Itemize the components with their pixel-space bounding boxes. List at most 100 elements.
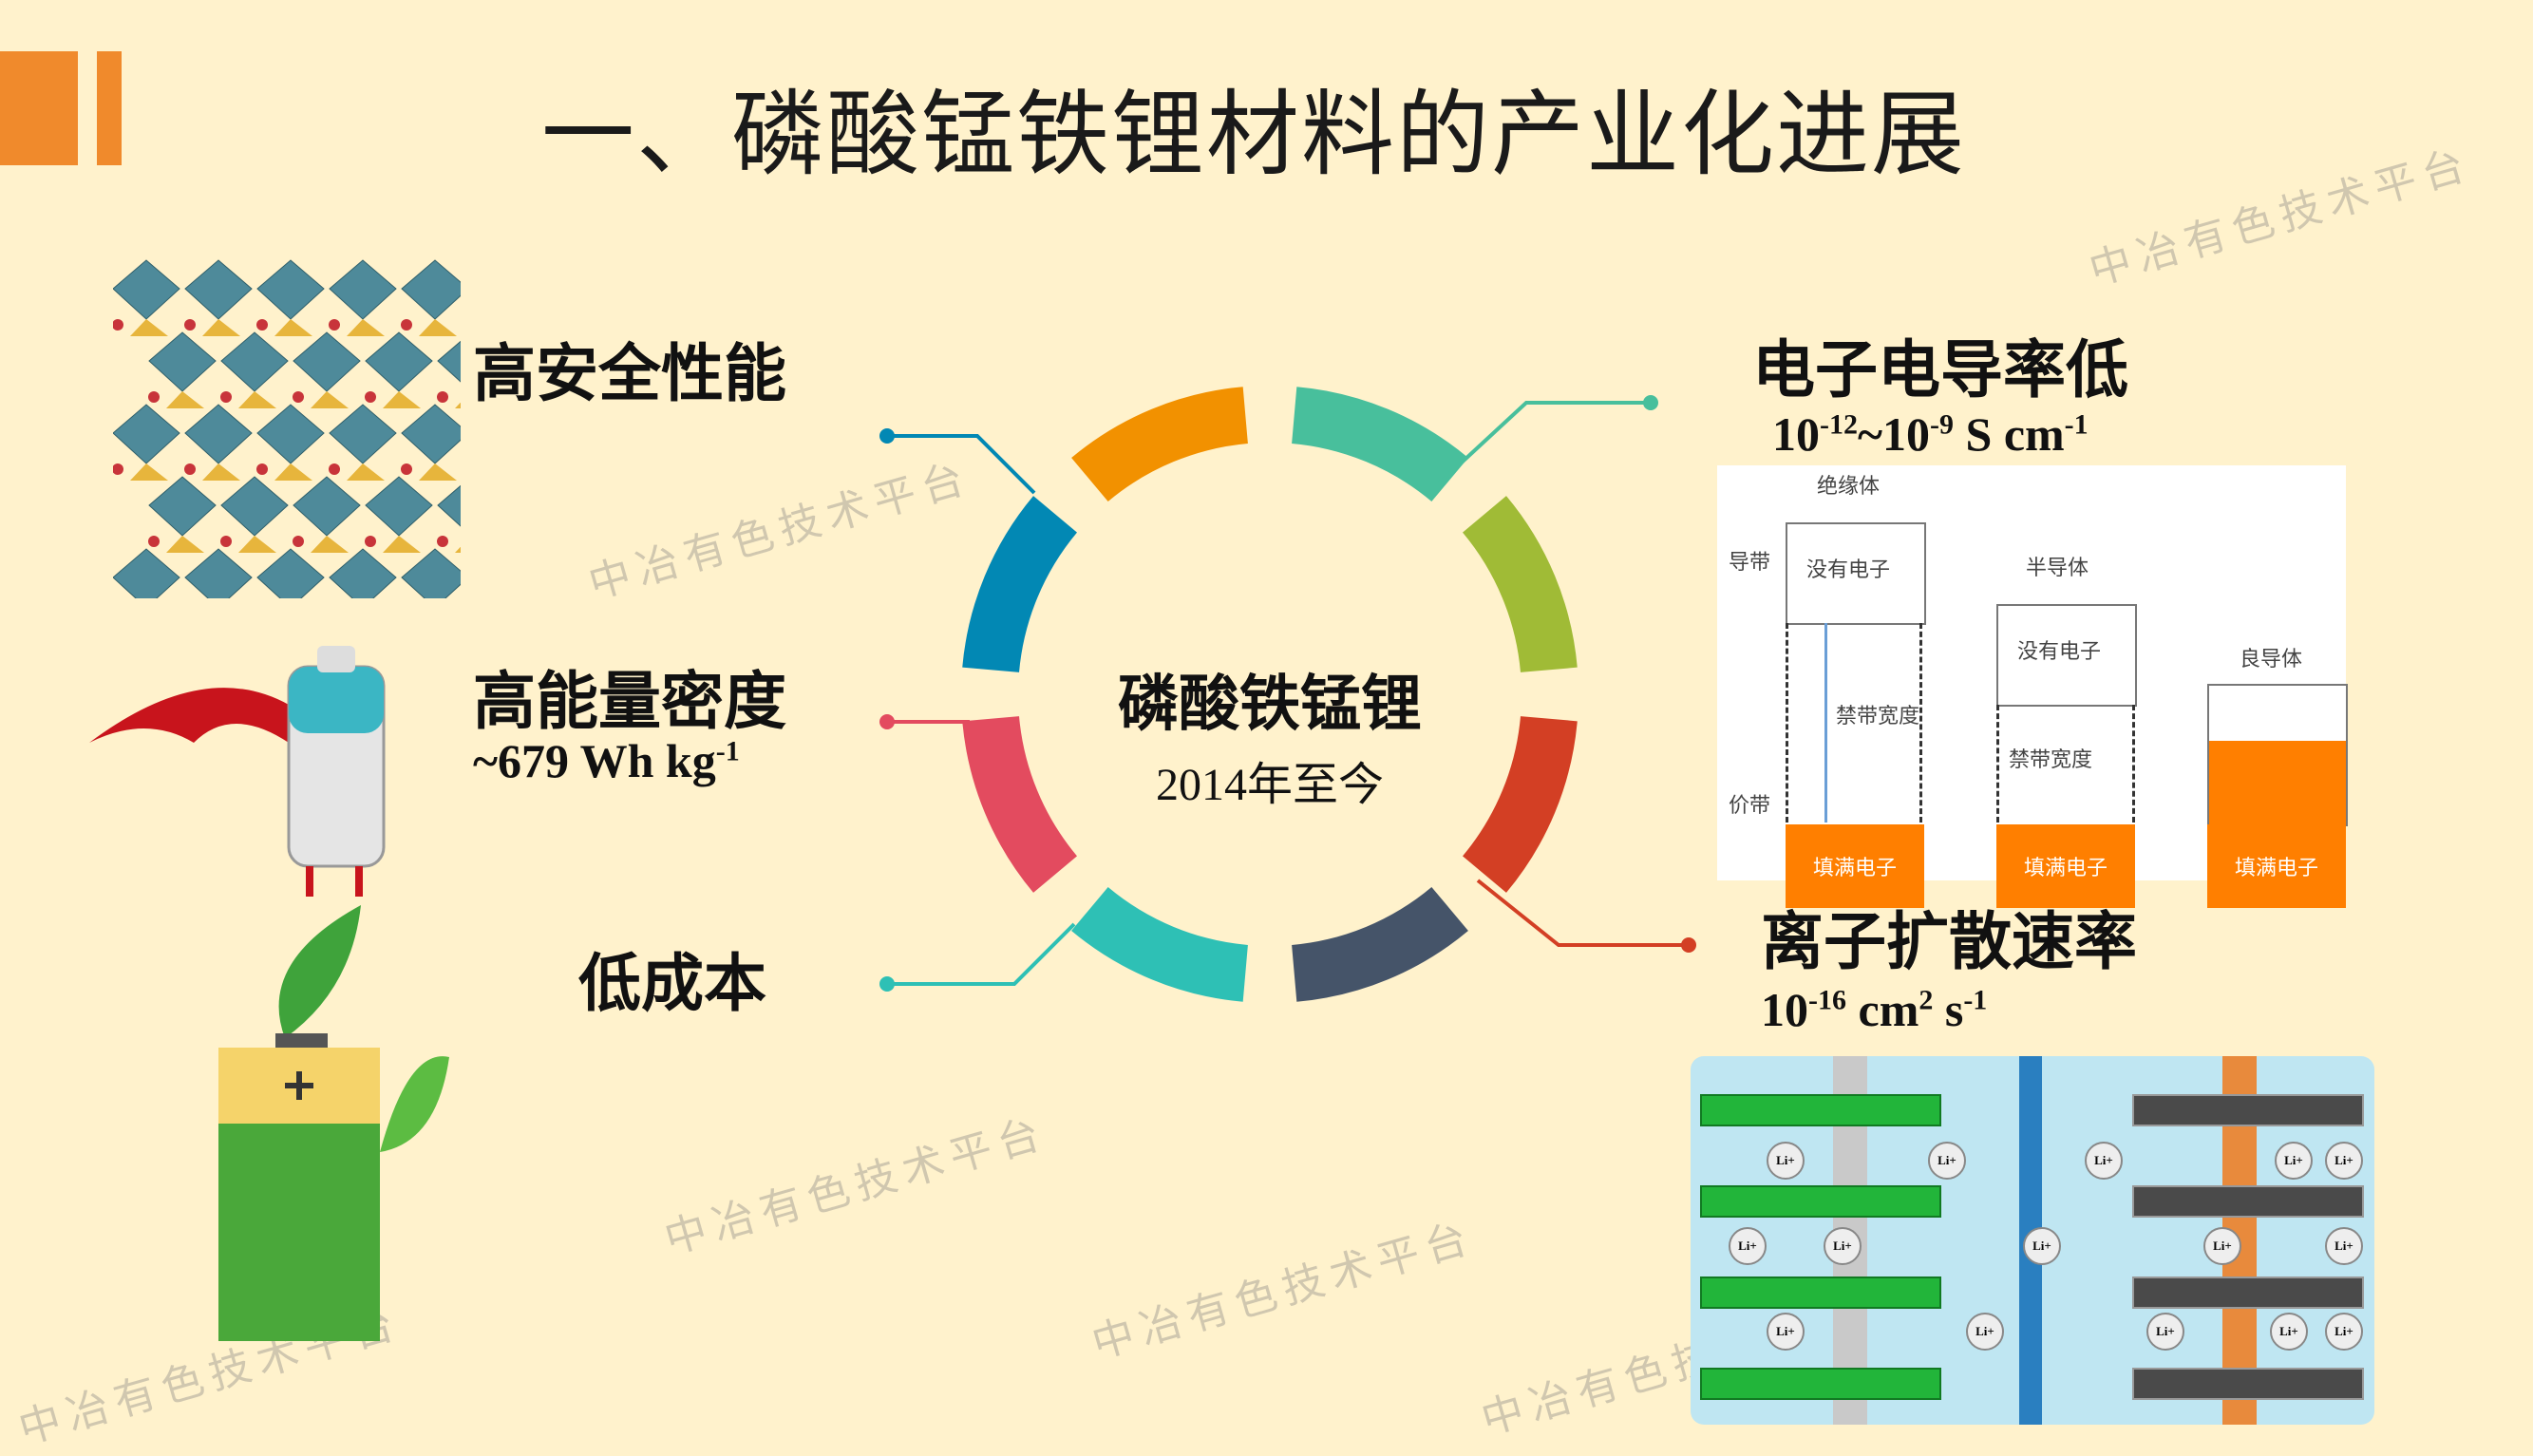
tetrahedron — [166, 391, 204, 408]
octahedron — [329, 259, 397, 320]
lithium-atom — [220, 391, 232, 403]
anode-layer — [1700, 1368, 1941, 1400]
octahedron — [329, 404, 397, 464]
connector-dot-energy — [879, 714, 895, 729]
octahedron — [401, 259, 461, 320]
lithium-atom — [437, 391, 448, 403]
center-title: 磷酸铁锰锂 — [1118, 670, 1422, 740]
lithium-ion: Li+ — [2270, 1313, 2308, 1351]
feature-cost-label: 低成本 — [578, 947, 766, 1020]
feature-energy-value: ~679 Wh kg-1 — [473, 733, 740, 788]
cathode-layer — [2132, 1276, 2364, 1309]
ring-segment — [1463, 716, 1578, 893]
semiconductor-filled-band: 填满电子 — [1996, 824, 2135, 908]
ring-segment — [1071, 387, 1248, 501]
octahedron — [293, 331, 361, 392]
ring-diagram — [879, 387, 1696, 1002]
value-part: 10 — [1772, 407, 1820, 461]
lithium-atom — [293, 536, 304, 547]
lithium-atom — [184, 319, 196, 331]
tetrahedron — [238, 391, 276, 408]
octahedron — [365, 331, 433, 392]
octahedron — [365, 476, 433, 537]
tetrahedron — [274, 463, 312, 481]
octahedron — [256, 259, 325, 320]
ring-segment — [962, 496, 1077, 672]
insulator-label: 绝缘体 — [1817, 474, 1881, 498]
lithium-atom — [220, 536, 232, 547]
tetrahedron — [166, 536, 204, 553]
connector-conductivity — [1436, 401, 1651, 486]
value-exp: 2 — [1919, 984, 1934, 1016]
value-unit: cm — [1846, 983, 1919, 1036]
octahedron — [437, 484, 461, 527]
value-exp: -12 — [1820, 408, 1858, 441]
connector-dot-cost — [879, 976, 895, 992]
tetrahedron — [347, 463, 385, 481]
lithium-ion: Li+ — [2203, 1227, 2241, 1265]
lithium-ion: Li+ — [2325, 1142, 2363, 1180]
gap-arrow — [1824, 623, 1827, 823]
octahedron — [293, 476, 361, 537]
ring-segment — [962, 716, 1077, 893]
anode-layer — [1700, 1094, 1941, 1126]
tetrahedron — [202, 319, 240, 336]
tetrahedron — [311, 536, 349, 553]
connector-dot-conductivity — [1643, 395, 1658, 410]
lithium-ion: Li+ — [2146, 1313, 2184, 1351]
tetrahedron — [419, 463, 457, 481]
octahedron — [256, 548, 325, 598]
octahedron — [220, 476, 289, 537]
feature-diffusion-label: 离子扩散速率 — [1761, 905, 2137, 978]
battery-hero-image — [89, 646, 386, 897]
semiconductor-label: 半导体 — [2026, 556, 2089, 579]
connector-dot-safety — [879, 428, 895, 444]
octahedron — [184, 404, 253, 464]
lithium-ion: Li+ — [2325, 1313, 2363, 1351]
green-battery-image — [218, 905, 449, 1341]
insulator-gap: 禁带宽度 — [1786, 623, 1922, 823]
lithium-atom — [437, 536, 448, 547]
insulator-filled-band: 填满电子 — [1786, 824, 1924, 908]
connector-dot-diffusion — [1681, 937, 1696, 953]
tetrahedron — [455, 546, 461, 553]
ring-segment — [1292, 887, 1468, 1002]
octahedron — [220, 331, 289, 392]
gap-label: 禁带宽度 — [2009, 747, 2093, 771]
lithium-ion: Li+ — [1966, 1313, 2004, 1351]
semiconductor-empty-band: 没有电子 — [1996, 604, 2137, 707]
cathode-layer — [2132, 1368, 2364, 1400]
lithium-ion: Li+ — [2023, 1227, 2061, 1265]
lithium-atom — [401, 319, 412, 331]
value-exp: -1 — [2064, 408, 2089, 441]
lithium-ion: Li+ — [2085, 1142, 2123, 1180]
connector-cost — [887, 922, 1076, 986]
value-part: 10 — [1761, 983, 1808, 1036]
octahedron — [256, 404, 325, 464]
ring-segment — [1071, 887, 1248, 1002]
octahedron — [329, 548, 397, 598]
octahedron — [113, 259, 180, 320]
octahedron — [437, 340, 461, 383]
value-exp: -9 — [1930, 408, 1955, 441]
octahedron — [184, 548, 253, 598]
empty-band-label: 没有电子 — [2017, 639, 2102, 663]
cathode-layer — [2132, 1094, 2364, 1126]
lithium-ion: Li+ — [1928, 1142, 1966, 1180]
tetrahedron — [383, 391, 421, 408]
octahedron — [113, 548, 180, 598]
lithium-atom — [293, 391, 304, 403]
conductor-band — [2207, 684, 2348, 826]
tetrahedron — [419, 319, 457, 336]
cathode-layer — [2132, 1185, 2364, 1218]
anode-layer — [1700, 1185, 1941, 1218]
tetrahedron — [311, 391, 349, 408]
lithium-atom — [401, 463, 412, 475]
accent-bar-narrow — [97, 51, 122, 165]
tetrahedron — [130, 319, 168, 336]
crystal-structure-image — [113, 259, 461, 598]
lithium-ion: Li+ — [1824, 1227, 1862, 1265]
lithium-ion: Li+ — [1729, 1227, 1767, 1265]
energy-value-text: ~679 Wh kg — [473, 734, 716, 787]
feature-diffusion-value: 10-16 cm2 s-1 — [1761, 982, 1987, 1037]
